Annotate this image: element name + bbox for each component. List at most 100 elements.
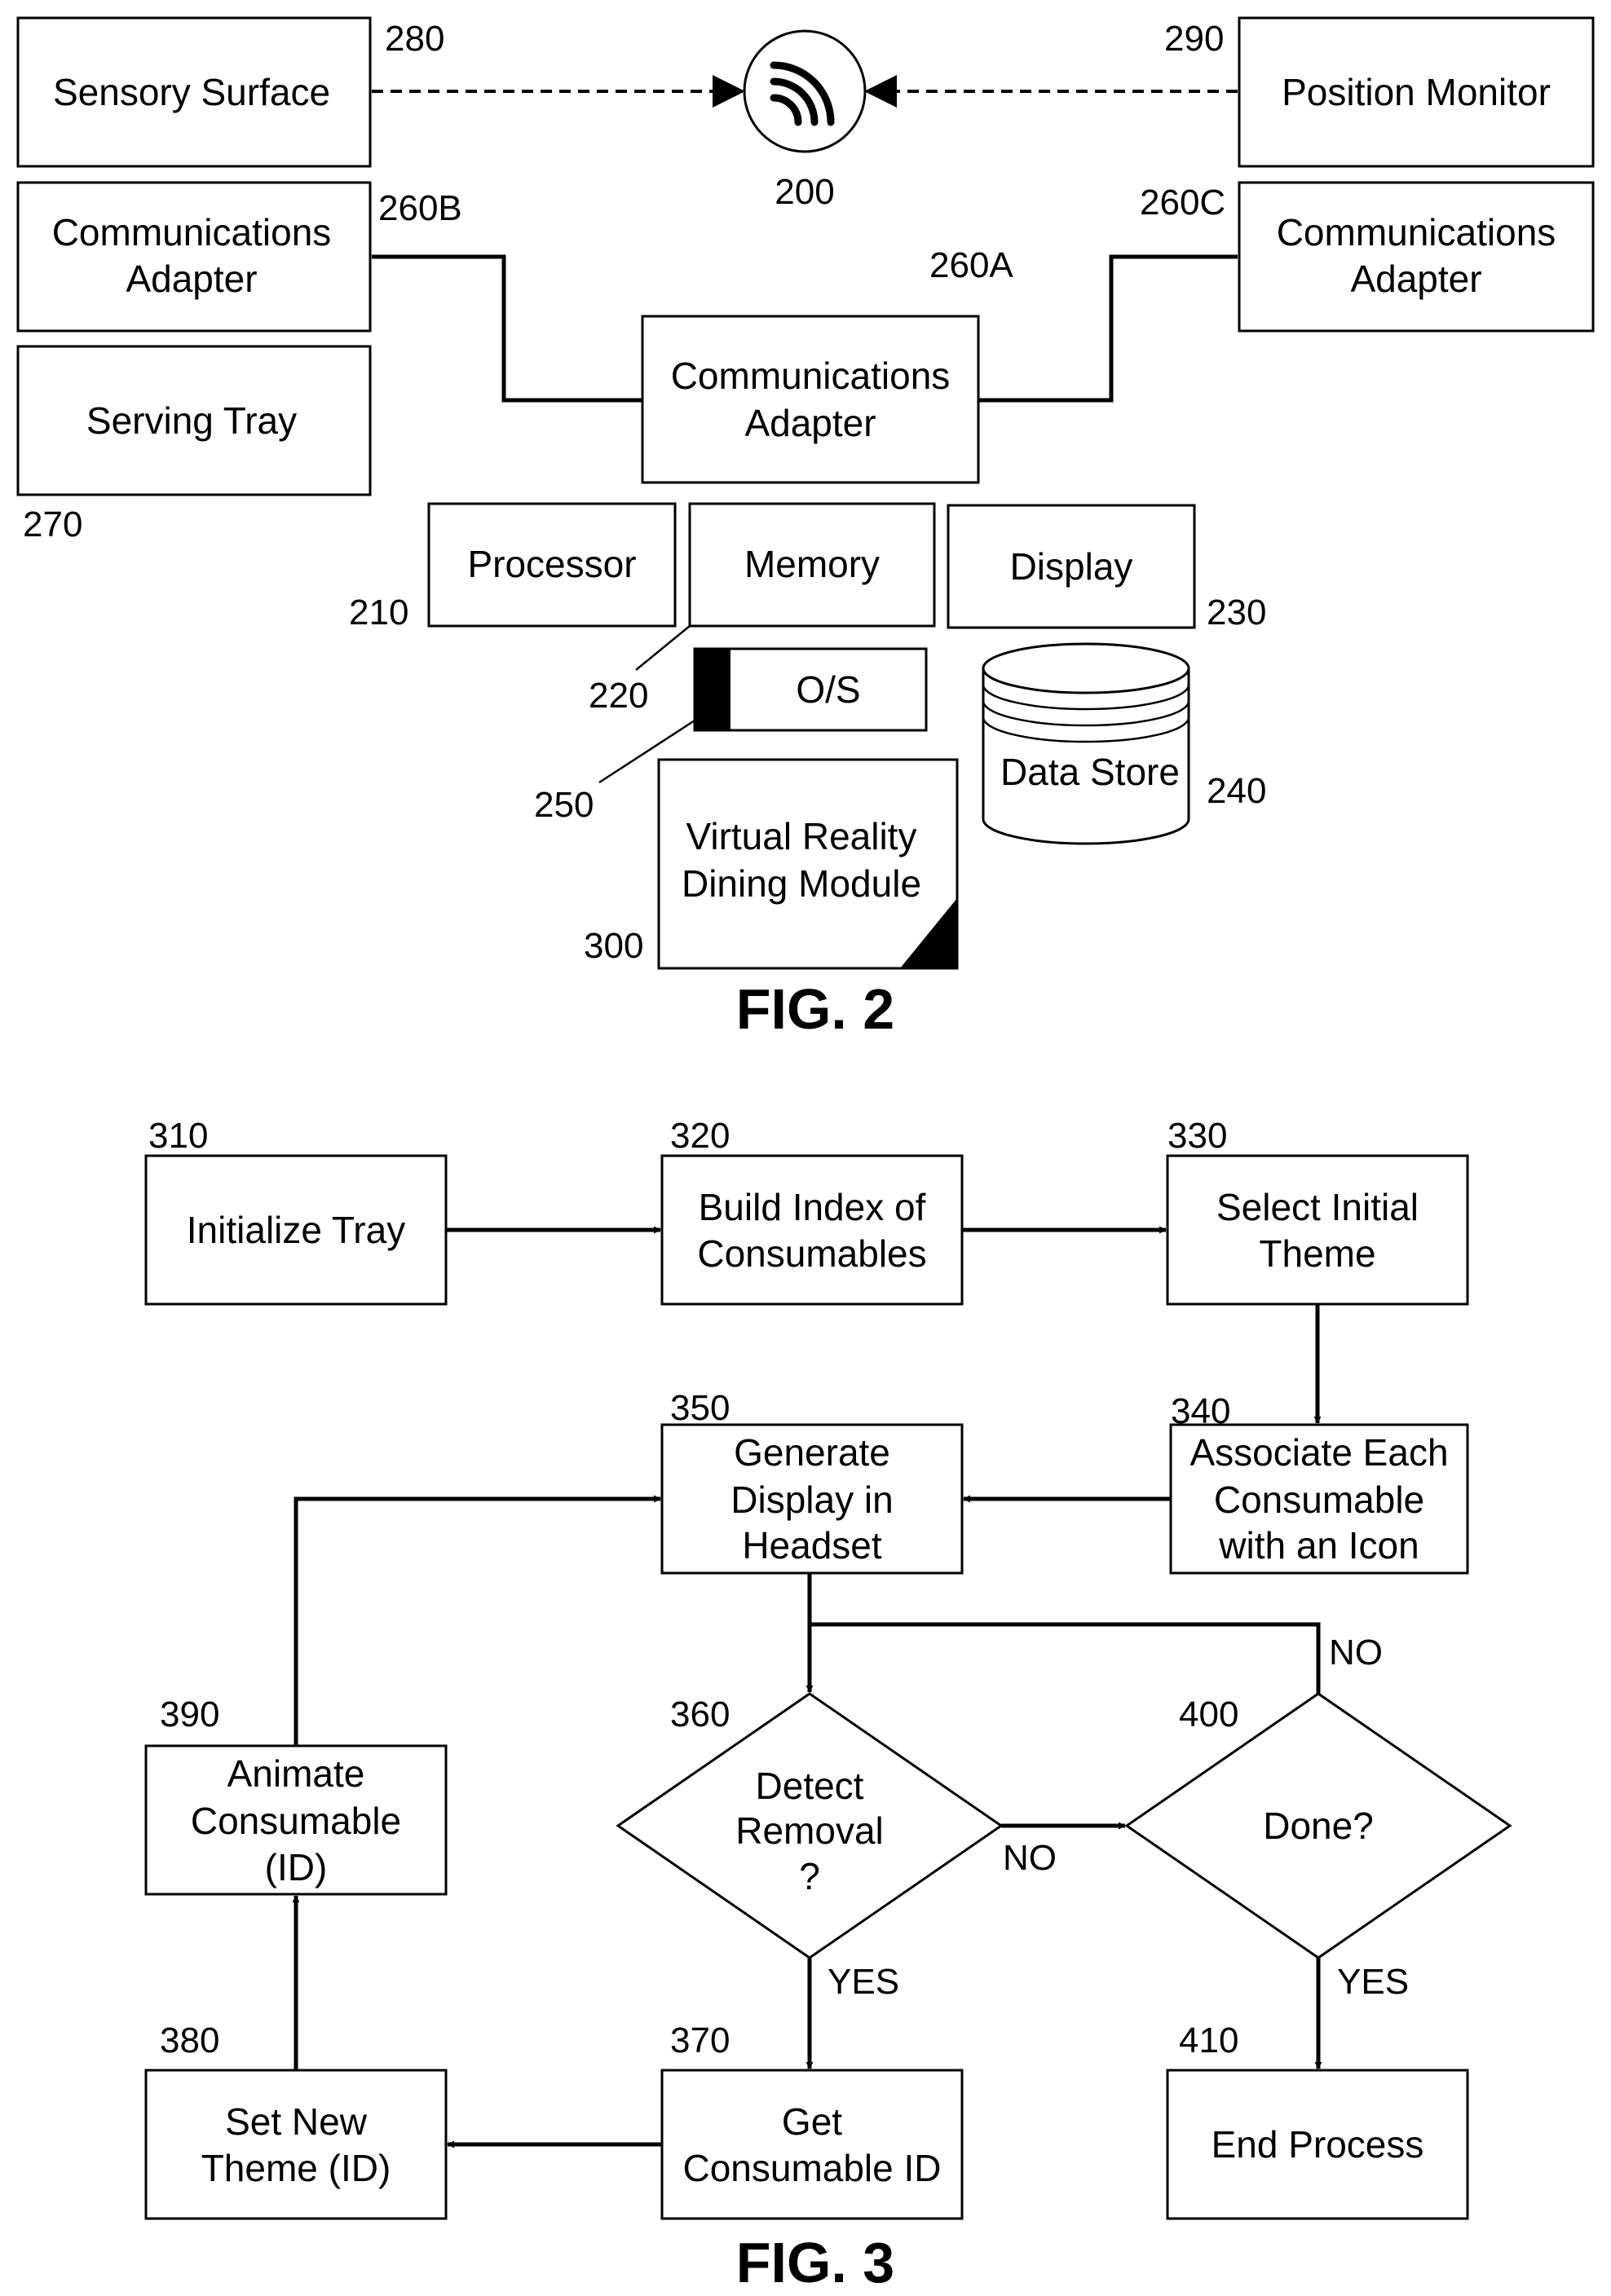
processor-ref: 210	[349, 593, 408, 632]
vr-module-line1: Virtual Reality	[686, 815, 917, 857]
serving-tray-ref: 270	[23, 505, 82, 544]
wireless-signal-icon	[770, 61, 835, 126]
data-store-label: Data Store	[1000, 751, 1180, 793]
display-ref: 230	[1207, 593, 1266, 632]
sensory-surface-label: Sensory Surface	[53, 71, 330, 113]
get-id-line1: Get	[782, 2100, 842, 2143]
select-theme-line2: Theme	[1259, 1232, 1375, 1275]
comm-adapter-a-line2: Adapter	[744, 402, 876, 444]
associate-ref: 340	[1171, 1391, 1230, 1431]
fig3: Initialize Tray 310 Build Index of Consu…	[144, 1116, 1512, 2294]
initialize-tray-ref: 310	[148, 1116, 208, 1156]
os-block: O/S 250	[534, 647, 928, 825]
sensory-surface-ref: 280	[385, 19, 444, 59]
memory-block: Memory 220	[589, 502, 936, 716]
set-theme-line2: Theme (ID)	[201, 2147, 391, 2189]
build-index-ref: 320	[670, 1116, 730, 1156]
display-block: Display 230	[947, 504, 1266, 632]
headset-ref: 200	[775, 172, 834, 212]
sensory-surface-block: Sensory Surface 280	[16, 16, 444, 168]
os-ref: 250	[534, 785, 594, 825]
position-monitor-block: Position Monitor 290	[1164, 16, 1595, 168]
adapter-b-to-a-link	[372, 254, 642, 403]
step-end-process: End Process 410	[1166, 2021, 1469, 2220]
step-animate: Animate Consumable (ID) 390	[144, 1694, 448, 1896]
memory-ref: 220	[589, 676, 648, 716]
vr-module-ref: 300	[584, 926, 643, 966]
decision-done: Done? 400	[1124, 1692, 1512, 1959]
data-store-ref: 240	[1207, 771, 1266, 811]
step-generate-display: Generate Display in Headset 350	[660, 1388, 964, 1575]
comm-adapter-c-ref: 260C	[1140, 183, 1225, 223]
step-associate: Associate Each Consumable with an Icon 3…	[1169, 1391, 1469, 1575]
detect-removal-line2: Removal	[735, 1809, 884, 1852]
comm-adapter-c-block: Communications Adapter 260C	[1140, 181, 1595, 333]
fig2-title: FIG. 2	[736, 977, 894, 1041]
associate-line2: Consumable	[1214, 1479, 1424, 1521]
end-process-label: End Process	[1212, 2123, 1424, 2166]
data-store-cylinder	[982, 668, 1190, 845]
comm-adapter-c-line2: Adapter	[1350, 258, 1481, 300]
animate-line3: (ID)	[265, 1846, 328, 1888]
position-monitor-label: Position Monitor	[1282, 71, 1551, 113]
comm-adapter-a-ref: 260A	[929, 245, 1013, 285]
comm-adapter-b-line1: Communications	[52, 211, 332, 253]
fig2: 200 Sensory Surface 280 Position Monitor…	[16, 16, 1595, 1041]
processor-block: Processor 210	[349, 502, 677, 632]
adapter-c-to-a-link	[978, 254, 1238, 403]
build-index-line1: Build Index of	[699, 1186, 926, 1228]
serving-tray-label: Serving Tray	[86, 399, 297, 442]
os-leader	[598, 719, 695, 784]
get-id-line2: Consumable ID	[682, 2147, 941, 2189]
memory-label: Memory	[744, 543, 880, 585]
detect-removal-line3: ?	[799, 1855, 820, 1897]
build-index-line2: Consumables	[697, 1232, 926, 1275]
comm-adapter-b-line2: Adapter	[126, 258, 257, 300]
comm-adapter-a-block: Communications Adapter 260A	[641, 245, 1013, 484]
position-monitor-ref: 290	[1164, 19, 1224, 59]
done-no-label: NO	[1329, 1633, 1383, 1672]
display-label: Display	[1010, 545, 1133, 588]
vr-module-corner	[900, 898, 957, 968]
animate-ref: 390	[160, 1694, 219, 1734]
detect-removal-line1: Detect	[756, 1765, 864, 1807]
associate-line3: with an Icon	[1218, 1524, 1419, 1567]
select-theme-ref: 330	[1167, 1116, 1227, 1156]
generate-display-line1: Generate	[734, 1431, 890, 1474]
comm-adapter-b-ref: 260B	[378, 188, 462, 228]
step-build-index: Build Index of Consumables 320	[660, 1116, 964, 1306]
generate-display-line2: Display in	[730, 1479, 893, 1521]
step-select-theme: Select Initial Theme 330	[1166, 1116, 1469, 1306]
initialize-tray-label: Initialize Tray	[187, 1209, 405, 1251]
flow-390-350	[294, 1495, 661, 1746]
detect-yes-label: YES	[828, 1962, 899, 2002]
select-theme-line1: Select Initial	[1216, 1186, 1419, 1228]
generate-display-ref: 350	[670, 1388, 730, 1428]
detect-removal-ref: 360	[670, 1694, 730, 1734]
comm-adapter-b-block: Communications Adapter 260B	[16, 181, 462, 333]
set-theme-ref: 380	[160, 2021, 219, 2060]
headset: 200	[743, 29, 867, 212]
done-ref: 400	[1179, 1694, 1238, 1734]
os-label: O/S	[796, 668, 860, 711]
associate-line1: Associate Each	[1189, 1431, 1448, 1474]
step-initialize-tray: Initialize Tray 310	[144, 1116, 448, 1306]
get-id-ref: 370	[670, 2021, 730, 2060]
flow-400-no-loop	[810, 1622, 1321, 1694]
processor-label: Processor	[467, 543, 636, 585]
animate-line2: Consumable	[191, 1800, 401, 1842]
comm-adapter-a-line1: Communications	[671, 355, 951, 397]
data-store-block: Data Store 240	[982, 642, 1266, 845]
vr-module-line2: Dining Module	[682, 862, 921, 905]
serving-tray-block: Serving Tray 270	[16, 345, 372, 544]
vr-module-block: Virtual Reality Dining Module 300	[584, 758, 959, 970]
set-theme-line1: Set New	[225, 2100, 368, 2143]
memory-leader	[635, 625, 691, 671]
end-process-ref: 410	[1179, 2021, 1238, 2060]
generate-display-line3: Headset	[742, 1524, 882, 1567]
comm-adapter-c-line1: Communications	[1277, 211, 1556, 253]
done-label: Done?	[1263, 1805, 1374, 1847]
step-get-id: Get Consumable ID 370	[660, 2021, 964, 2220]
step-set-theme: Set New Theme (ID) 380	[144, 2021, 448, 2220]
